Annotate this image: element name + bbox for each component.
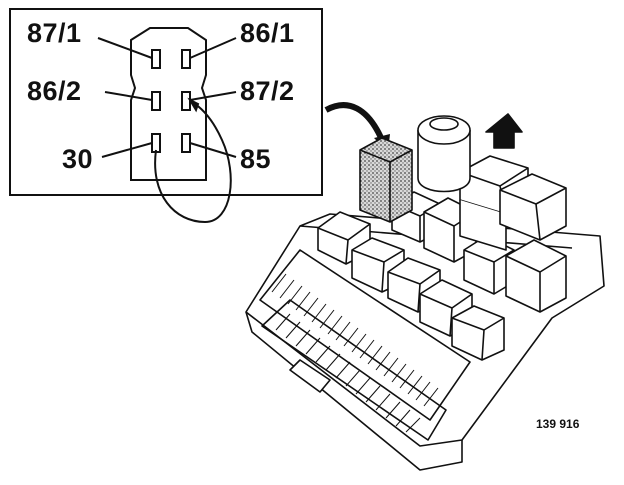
fuse-row-lower: [261, 299, 447, 441]
pin-slot-86-1: [181, 49, 191, 69]
pin-label-86-1: 86/1: [240, 18, 295, 48]
fuse-row-upper: [259, 249, 471, 421]
relay-socket-outline: [130, 27, 207, 181]
highlighted-relay: [359, 137, 413, 223]
pin-label-85: 85: [240, 144, 272, 174]
pin-label-30: 30: [62, 144, 94, 174]
relay: [451, 305, 505, 361]
pin-slot-87-1: [151, 49, 161, 69]
figure-number: 139 916: [536, 417, 580, 431]
relay-pinout-inset: [97, 27, 237, 224]
pull-up-arrow: [485, 113, 523, 149]
pin-slot-86-2: [151, 91, 161, 111]
relays: [317, 113, 567, 361]
relay: [499, 173, 567, 241]
pinout-inset-frame: [9, 8, 323, 196]
pin-label-87-1: 87/1: [27, 18, 82, 48]
jumper-wire: [154, 101, 232, 224]
relay: [505, 239, 567, 313]
pin-label-86-2: 86/2: [27, 76, 82, 106]
pin-label-87-2: 87/2: [240, 76, 295, 106]
capacitor: [417, 115, 471, 193]
